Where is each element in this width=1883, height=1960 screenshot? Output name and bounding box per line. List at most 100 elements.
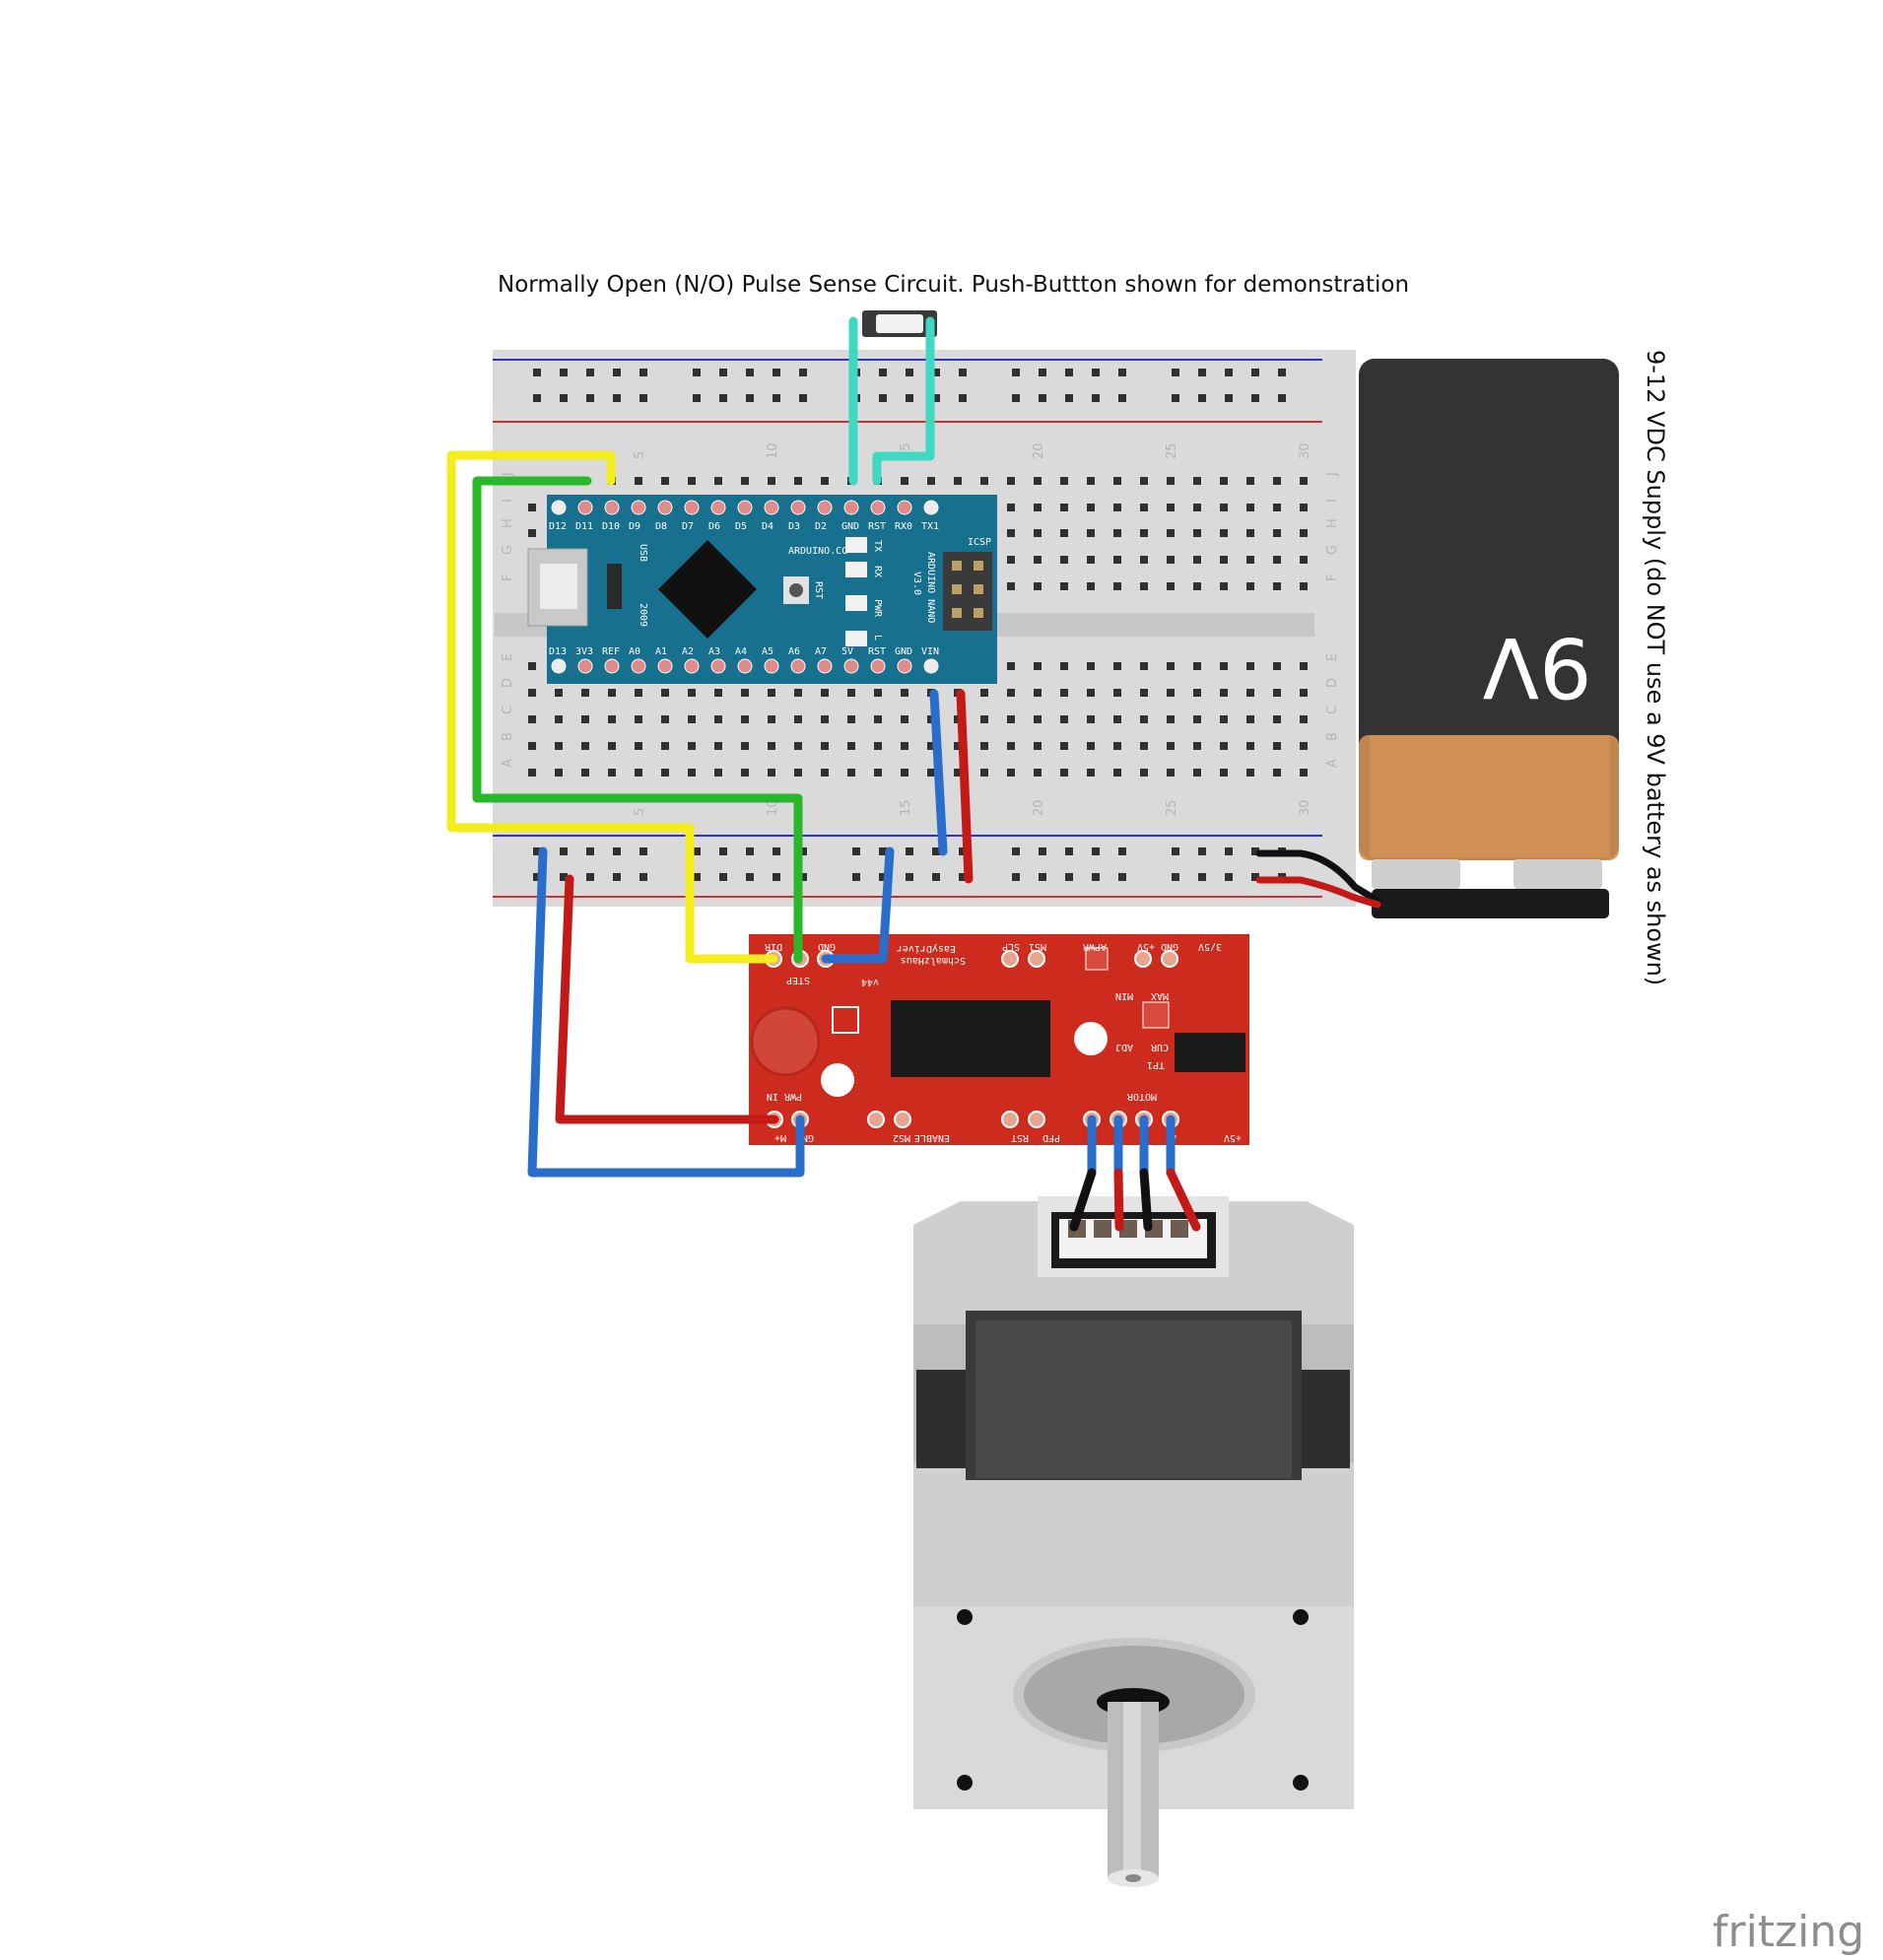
arduino-top-pin-label: GND <box>841 521 859 532</box>
row-letter: I <box>501 499 515 503</box>
wire-blue-2 <box>821 846 895 964</box>
wire-motor-red-2 <box>1166 1168 1201 1232</box>
arduino-year-label: 2009 <box>638 603 648 627</box>
arduino-top-pin-label: RX0 <box>895 521 912 532</box>
arduino-bottom-pin-label: 5V <box>841 646 853 657</box>
arduino-top-pin-label: D2 <box>815 521 827 532</box>
column-number: 30 <box>1298 442 1312 459</box>
arduino-bottom-pin-label: A7 <box>815 646 827 657</box>
easydriver-bottom-label: M+ <box>774 1132 786 1143</box>
row-letter: I <box>1325 499 1340 503</box>
row-letter: H <box>1325 518 1340 528</box>
column-number: 15 <box>899 799 913 816</box>
easydriver-bottom-label: PWR IN <box>767 1091 802 1102</box>
arduino-bottom-pin-label: A1 <box>655 646 667 657</box>
easydriver-bottom-label: +5V <box>1224 1132 1242 1143</box>
easydriver-bottom-label: MOTOR <box>1126 1091 1157 1102</box>
arduino-rst-label: RST <box>813 581 824 599</box>
wires <box>446 316 1381 1232</box>
row-letter: J <box>1325 472 1340 477</box>
easydriver-bottom-label: ENABLE <box>914 1132 950 1143</box>
battery-9v: 9V <box>1359 359 1619 918</box>
arduino-bottom-pin-label: A5 <box>762 646 773 657</box>
stepper-motor <box>913 1196 1354 1887</box>
push-button[interactable] <box>862 310 937 337</box>
easydriver-top-label: STEP <box>786 975 810 985</box>
arduino-bottom-pin-label: RST <box>868 646 886 657</box>
arduino-bottom-pin-label: A4 <box>735 646 747 657</box>
wire-motor-red-1 <box>1113 1168 1124 1232</box>
easydriver-title: EasyDriver <box>897 943 956 954</box>
arduino-top-pin-label: D12 <box>549 521 567 532</box>
arduino-top-pin-label: D11 <box>575 521 593 532</box>
arduino-led-label: TX <box>872 540 883 552</box>
row-letter: C <box>1325 706 1340 714</box>
easydriver-bottom-label: RST <box>1011 1132 1029 1143</box>
row-letter: A <box>1325 759 1340 768</box>
arduino-icsp-label: ICSP <box>968 537 991 548</box>
arduino-top-pin-label: D4 <box>762 521 773 532</box>
arduino-bottom-pin-label: GND <box>895 646 912 657</box>
top-caption: Normally Open (N/O) Pulse Sense Circuit.… <box>498 272 1409 298</box>
arduino-top-pin-label: D5 <box>735 521 747 532</box>
side-caption: 9-12 VDC Supply (do NOT use a 9V battery… <box>1642 350 1669 985</box>
arduino-top-pin-label: D7 <box>682 521 694 532</box>
easydriver-top-label: GND <box>1161 941 1178 952</box>
column-number: 20 <box>1032 442 1046 459</box>
arduino-top-pin-label: RST <box>868 521 886 532</box>
row-letter: H <box>501 518 515 528</box>
easydriver-brand: SchmalzHaus <box>901 955 966 966</box>
arduino-top-pin-label: D10 <box>602 521 620 532</box>
row-letter: B <box>1325 732 1340 741</box>
wire-motor-black-1 <box>1069 1168 1097 1232</box>
arduino-led-label: PWR <box>872 599 883 618</box>
arduino-top-pin-label: D9 <box>629 521 640 532</box>
arduino-top-pin-label: D3 <box>788 521 800 532</box>
easydriver-top-label: APWR <box>1082 941 1107 952</box>
easydriver-adjust-label: MAX <box>1151 990 1169 1001</box>
arduino-top-pin-label: D6 <box>708 521 720 532</box>
arduino-top-pin-label: D8 <box>655 521 667 532</box>
wire-green <box>472 476 803 964</box>
arduino-nano: USB 2009 ARDUINO.CC ARDUINO NANO V3.0 IC… <box>527 495 997 684</box>
wire-red-2 <box>555 874 779 1124</box>
arduino-led-label: L <box>872 635 883 641</box>
column-number: 25 <box>1165 799 1179 816</box>
wire-yellow <box>446 450 778 964</box>
arduino-pin-headers: D12D13D113V3D10REFD9A0D8A1D7A2D6A3D5A4D4… <box>549 500 939 674</box>
arduino-bottom-pin-label: A0 <box>629 646 640 657</box>
easydriver-adjust-label: TP1 <box>1147 1059 1165 1070</box>
row-letter: F <box>501 574 515 581</box>
arduino-bottom-pin-label: A3 <box>708 646 720 657</box>
fritzing-watermark: fritzing <box>1713 1907 1864 1957</box>
arduino-bottom-pin-label: REF <box>602 646 620 657</box>
easydriver-adjust-label: ADJ <box>1115 1042 1133 1052</box>
arduino-bottom-pin-label: A6 <box>788 646 800 657</box>
easydriver-top-label: MS1 <box>1029 941 1046 952</box>
easydriver-top-label: 3/5V <box>1198 941 1222 952</box>
row-letter: D <box>501 678 515 688</box>
arduino-version-label: V3.0 <box>911 572 922 595</box>
row-letter: D <box>1325 678 1340 688</box>
easydriver-adjust-label: CUR <box>1150 1042 1169 1052</box>
column-number: 5 <box>633 451 647 459</box>
row-letter: C <box>501 706 515 714</box>
row-letter: B <box>501 732 515 741</box>
row-letter: G <box>1325 545 1340 555</box>
wire-blue-3 <box>527 846 805 1178</box>
row-letter: J <box>501 472 515 477</box>
arduino-site-label: ARDUINO.CC <box>788 546 847 557</box>
row-letter: F <box>1325 574 1340 581</box>
wire-blue-1 <box>929 689 948 856</box>
easydriver-bottom-label: MS2 <box>893 1132 910 1143</box>
wire-motor-black-2 <box>1139 1168 1153 1232</box>
arduino-bottom-pin-label: 3V3 <box>575 646 593 657</box>
column-number: 5 <box>633 808 647 816</box>
wire-red-1 <box>956 689 974 884</box>
easydriver-top-label: DIR <box>764 941 782 952</box>
arduino-bottom-pin-label: A2 <box>682 646 694 657</box>
arduino-led-label: RX <box>872 566 883 577</box>
